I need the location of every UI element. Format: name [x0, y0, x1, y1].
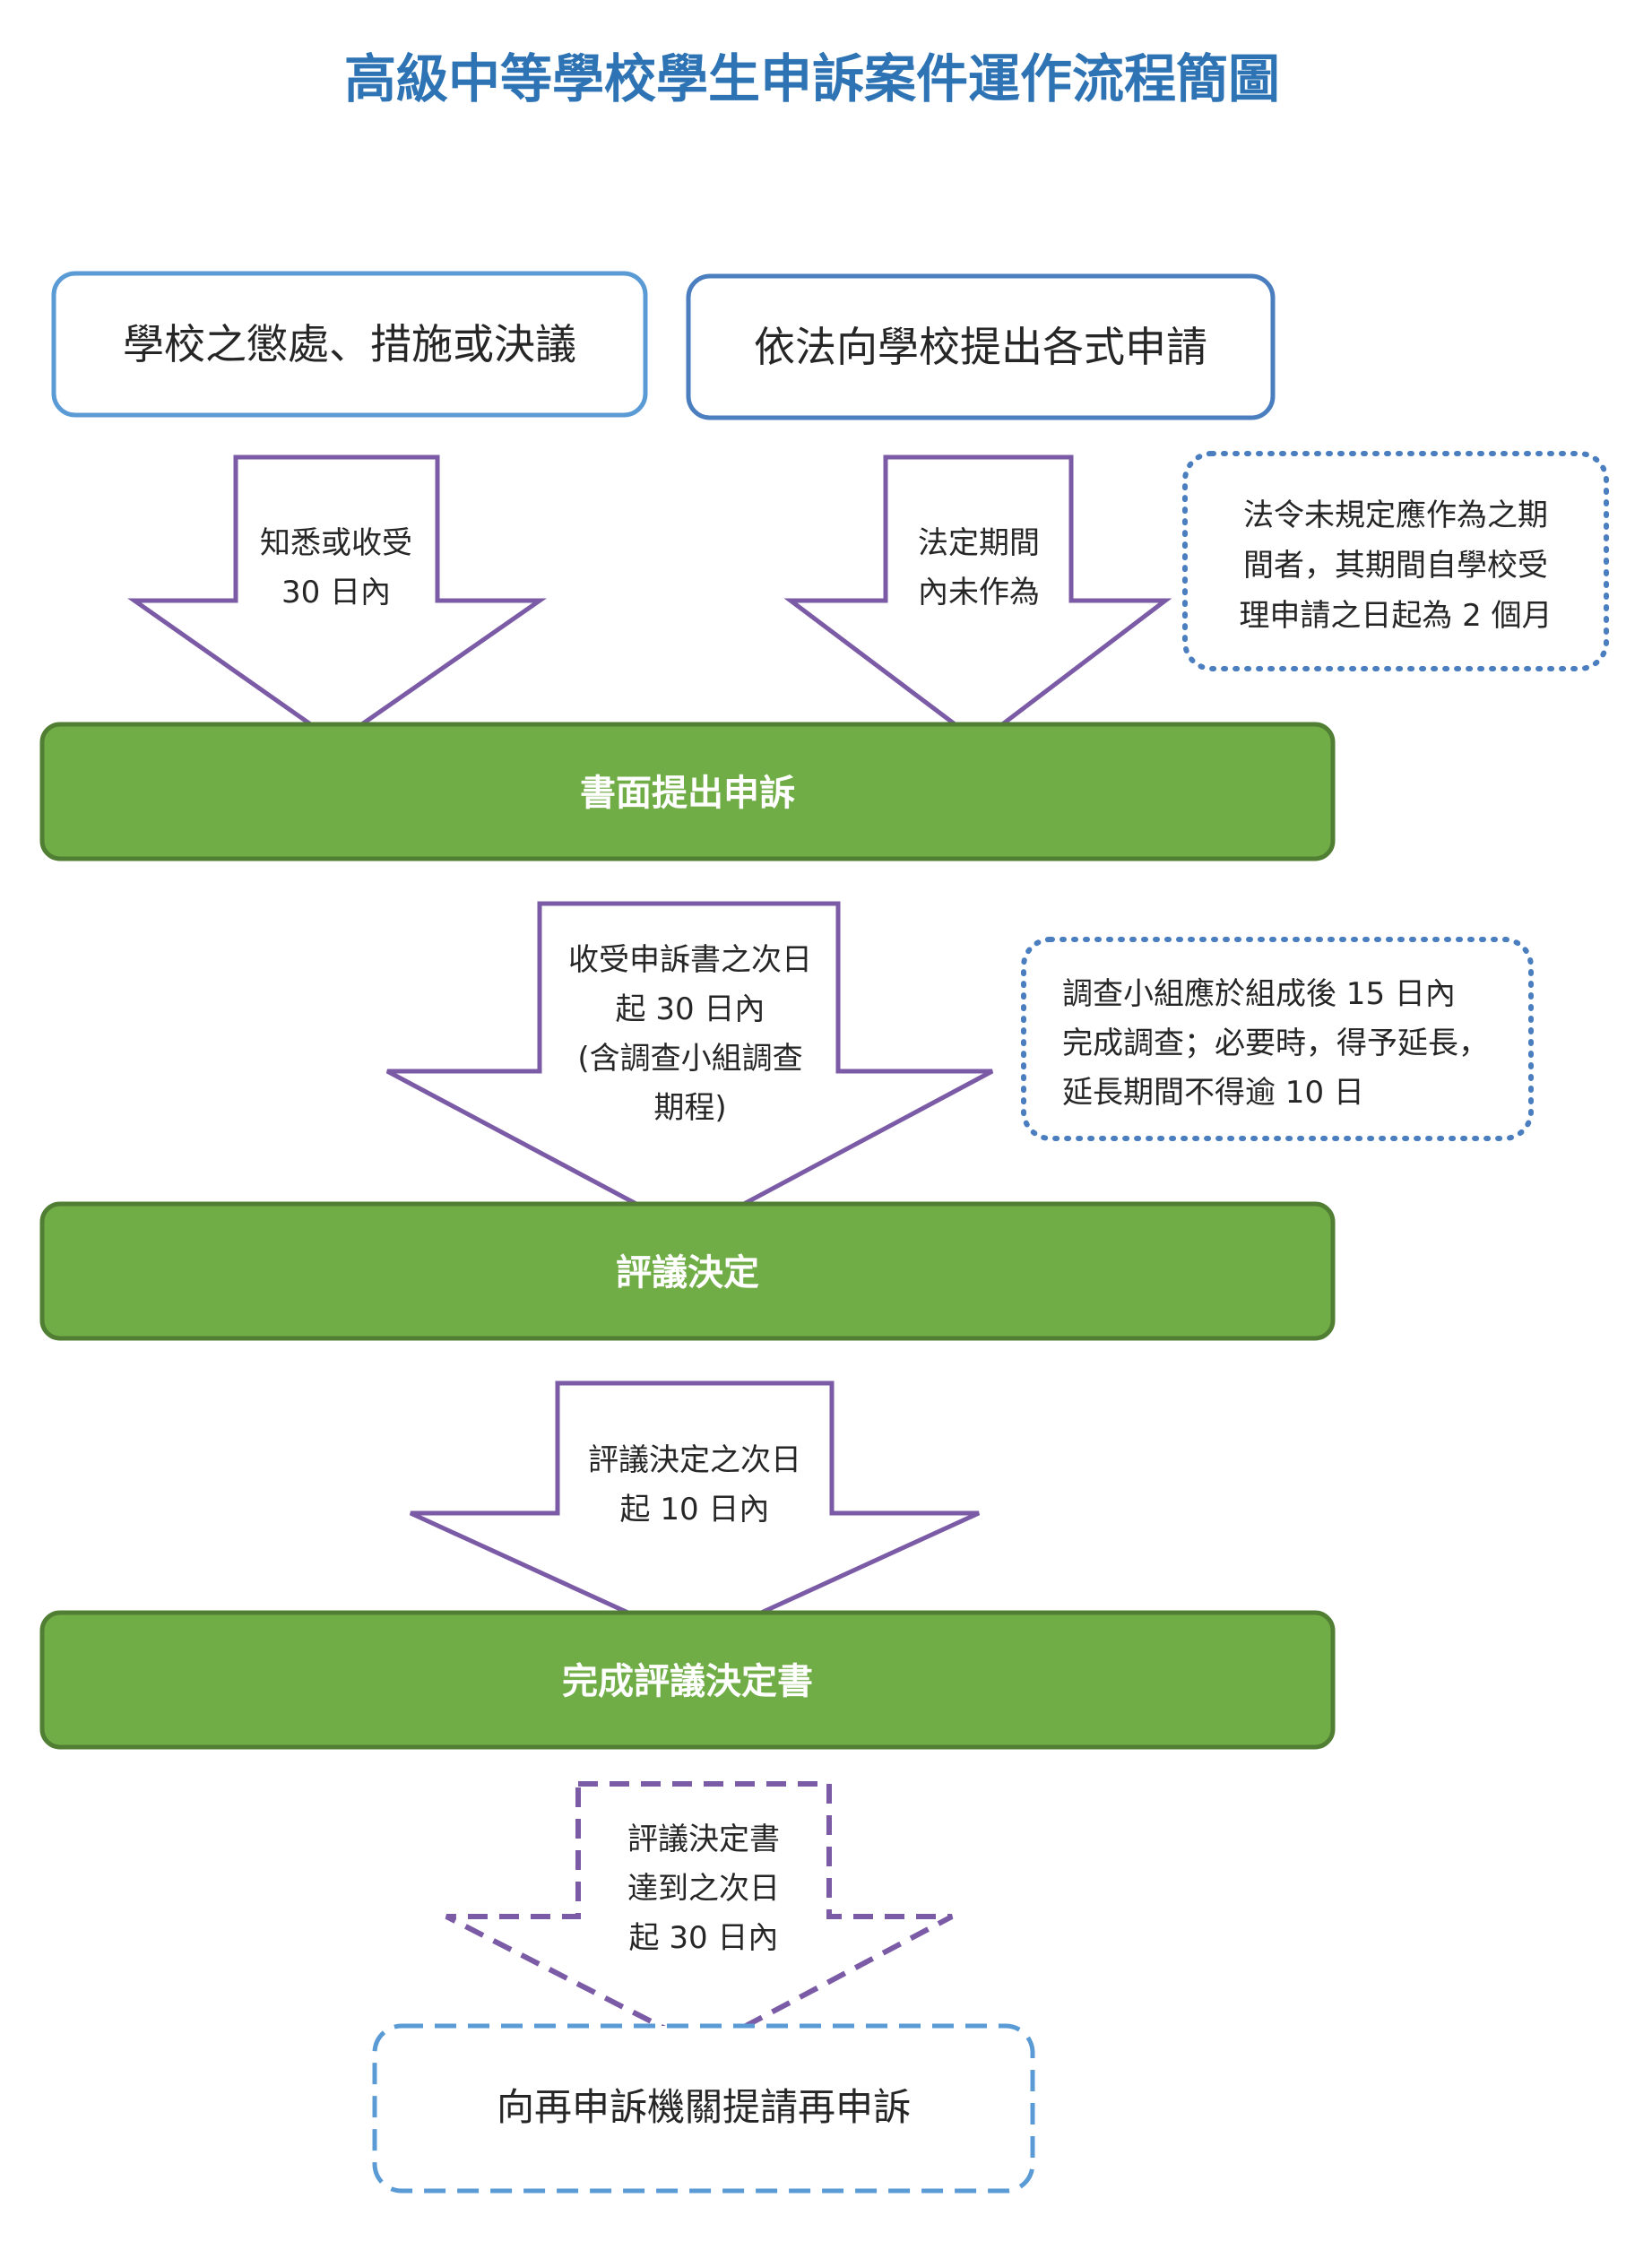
final-box-reappeal-label: 向再申訴機關提請再申訴 [497, 2085, 911, 2129]
arrow-delivery-30-days: 評議決定書 達到之次日 起 30 日內 [445, 1781, 954, 2052]
note-investigation-line-3: 延長期間不得逾 10 日 [1062, 1075, 1364, 1111]
arrow-statutory-line-2: 內未作為 [918, 575, 1040, 610]
note-two-months-line-2: 間者，其期間自學校受 [1243, 548, 1548, 584]
arrow-receipt-line-4: 期程) [653, 1090, 726, 1126]
arrow-decision-line-2: 起 10 日內 [620, 1492, 770, 1527]
top-box-punishment-label: 學校之懲處、措施或決議 [123, 320, 576, 368]
stage-written-appeal: 書面提出申訴 [39, 722, 1336, 861]
arrow-delivery-line-1: 評議決定書 [627, 1822, 780, 1857]
final-box-reappeal: 向再申訴機關提請再申訴 [372, 2023, 1035, 2194]
arrow-notice-30-days: 知悉或收受 30 日內 [127, 454, 547, 746]
note-two-months-line-1: 法令未規定應作為之期 [1243, 498, 1548, 533]
arrow-notice-line-2: 30 日內 [281, 575, 391, 610]
arrow-receipt-line-3: (含調查小組調查 [577, 1041, 802, 1077]
arrow-delivery-line-3: 起 30 日內 [629, 1920, 779, 1956]
top-box-application-label: 依法向學校提出各式申請 [754, 323, 1207, 371]
stage-written-appeal-label: 書面提出申訴 [580, 773, 795, 814]
note-investigation-line-2: 完成調查；必要時，得予延長， [1062, 1025, 1489, 1061]
arrow-receipt-line-1: 收受申訴書之次日 [568, 942, 812, 978]
stage-deliberation: 評議決定 [39, 1201, 1336, 1341]
stage-decision-document: 完成評議決定書 [39, 1610, 1336, 1750]
top-box-punishment: 學校之懲處、措施或決議 [51, 271, 648, 418]
note-investigation-line-1: 調查小組應於組成後 15 日內 [1062, 976, 1456, 1012]
arrow-decision-10-days: 評議決定之次日 起 10 日內 [409, 1380, 981, 1646]
arrow-statutory-line-1: 法定期間 [918, 525, 1040, 561]
arrow-notice-line-1: 知悉或收受 [260, 525, 412, 561]
note-two-months: 法令未規定應作為之期 間者，其期間自學校受 理申請之日起為 2 個月 [1182, 451, 1609, 671]
page-title: 高級中等學校學生申訴案件運作流程簡圖 [344, 48, 1280, 109]
stage-deliberation-label: 評議決定 [616, 1252, 759, 1294]
arrow-delivery-line-2: 達到之次日 [627, 1871, 780, 1907]
arrow-decision-line-1: 評議決定之次日 [588, 1442, 801, 1478]
note-two-months-line-3: 理申請之日起為 2 個月 [1239, 598, 1552, 634]
stage-decision-document-label: 完成評議決定書 [562, 1661, 813, 1702]
arrow-receipt-30-days: 收受申訴書之次日 起 30 日內 (含調查小組調查 期程) [385, 901, 994, 1235]
arrow-receipt-line-2: 起 30 日內 [616, 991, 765, 1027]
top-box-application: 依法向學校提出各式申請 [686, 273, 1276, 420]
arrow-statutory-period: 法定期間 內未作為 [783, 454, 1172, 746]
note-investigation-15-days: 調查小組應於組成後 15 日內 完成調查；必要時，得予延長， 延長期間不得逾 1… [1021, 937, 1534, 1141]
